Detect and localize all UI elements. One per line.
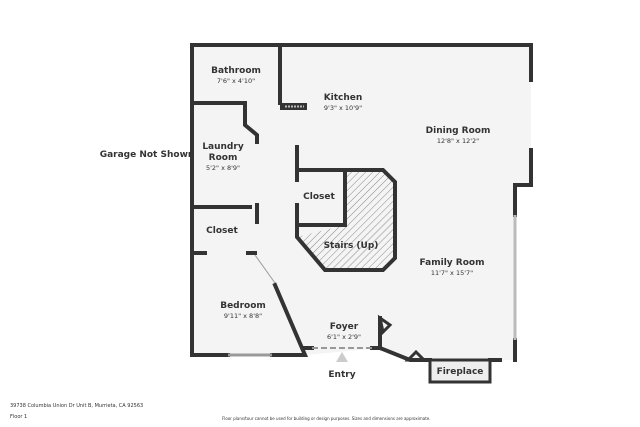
room-dining: Dining Room xyxy=(426,126,491,136)
room-kitchen: Kitchen xyxy=(324,93,363,103)
room-laundry: Laundry xyxy=(202,142,244,152)
room-bedroom: Bedroom xyxy=(220,301,266,311)
room-stairs: Stairs (Up) xyxy=(324,241,379,251)
entry-label: Entry xyxy=(328,370,355,380)
dims-family: 11'7" x 15'7" xyxy=(431,269,473,277)
room-closet-2: Closet xyxy=(206,226,238,236)
garage-note: Garage Not Shown xyxy=(100,150,195,160)
dims-foyer: 6'1" x 2'9" xyxy=(327,333,361,341)
address: 39738 Columbia Union Dr Unit B, Murrieta… xyxy=(10,403,144,409)
disclaimer: Floor plans/tour cannot be used for buil… xyxy=(222,416,431,421)
dims-bathroom: 7'6" x 4'10" xyxy=(217,77,255,85)
dims-kitchen: 9'3" x 10'9" xyxy=(324,104,362,112)
entry-arrow-icon xyxy=(336,352,348,362)
dims-laundry: 5'2" x 8'9" xyxy=(206,164,240,172)
room-fireplace: Fireplace xyxy=(437,367,484,377)
room-foyer: Foyer xyxy=(330,322,359,332)
room-closet: Closet xyxy=(303,192,335,202)
room-family: Family Room xyxy=(420,258,485,268)
fireplace xyxy=(428,358,492,384)
room-bathroom: Bathroom xyxy=(211,66,261,76)
floor-label: Floor 1 xyxy=(10,414,28,420)
dims-bedroom: 9'11" x 8'8" xyxy=(224,312,262,320)
room-laundry-2: Room xyxy=(209,153,238,163)
dims-dining: 12'8" x 12'2" xyxy=(437,137,479,145)
walls xyxy=(190,43,533,362)
